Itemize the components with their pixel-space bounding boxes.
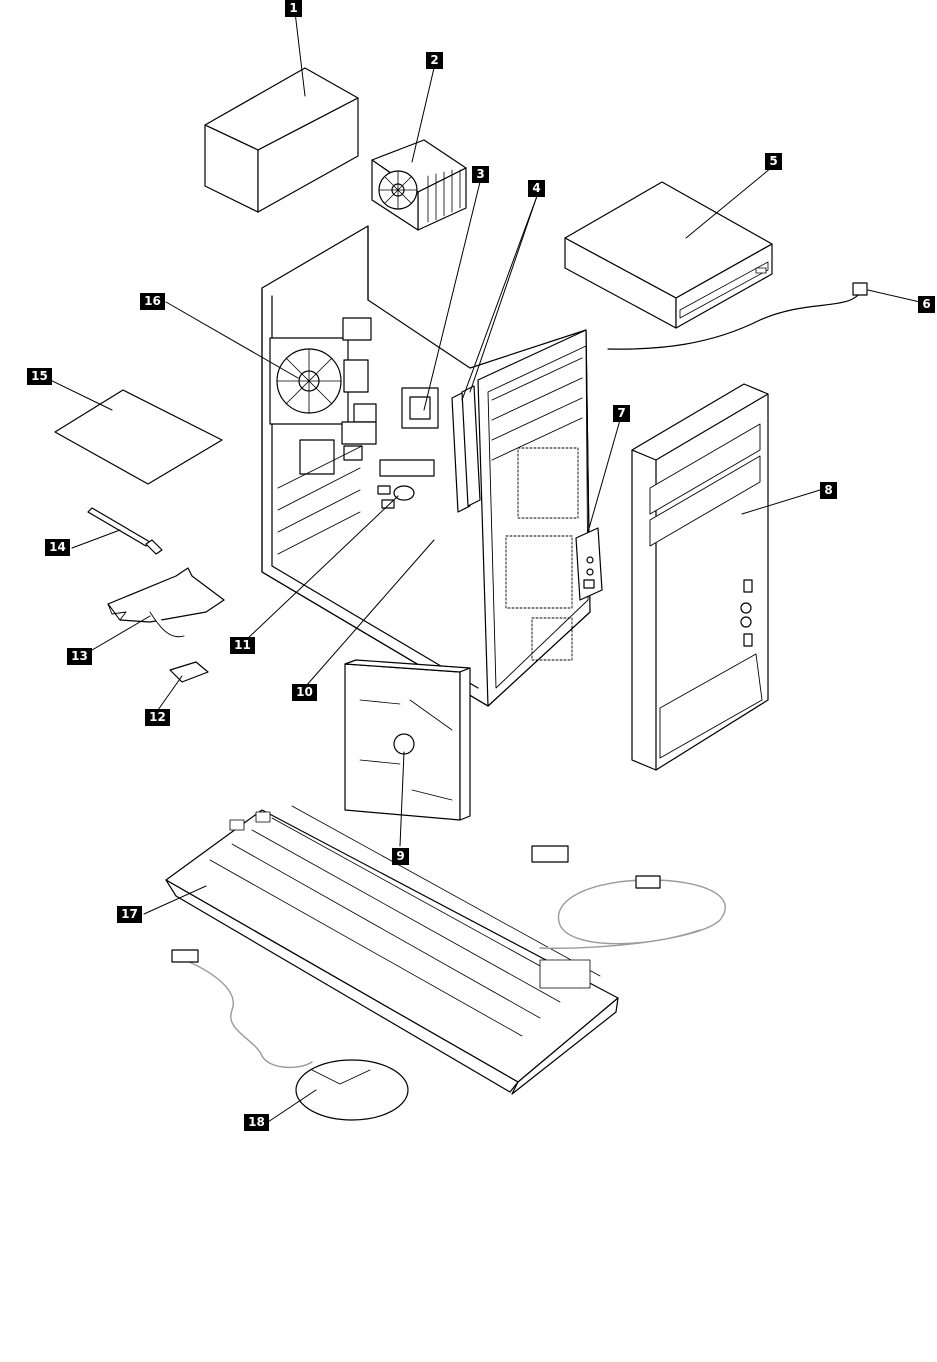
callout-2: 2: [426, 52, 443, 69]
callout-17: 17: [117, 906, 142, 923]
callout-7: 7: [613, 405, 630, 422]
power-supply: [205, 68, 358, 212]
callout-1: 1: [285, 0, 302, 17]
heat-sink-and-fan: [372, 140, 466, 230]
chassis: [262, 226, 590, 706]
pci-card: [55, 390, 222, 484]
front-bezel: [632, 384, 768, 770]
callout-12: 12: [145, 709, 170, 726]
callout-4: 4: [528, 180, 545, 197]
callout-9: 9: [392, 848, 409, 865]
callout-16: 16: [140, 293, 165, 310]
front-audio-usb-assembly: [576, 528, 602, 600]
wifi-card: [170, 662, 208, 682]
antenna: [88, 508, 162, 554]
microprocessor: [402, 388, 438, 428]
callout-10: 10: [292, 684, 317, 701]
wifi-adapter: [108, 568, 224, 637]
callout-5: 5: [765, 153, 782, 170]
callout-14: 14: [45, 539, 70, 556]
callout-8: 8: [820, 482, 837, 499]
callout-15: 15: [27, 368, 52, 385]
hard-disk-drive: [345, 660, 470, 820]
optical-drive: [565, 182, 772, 328]
callout-18: 18: [244, 1114, 269, 1131]
rear-fan: [270, 338, 348, 424]
callout-6: 6: [918, 296, 935, 313]
callout-13: 13: [67, 648, 92, 665]
callout-11: 11: [230, 637, 255, 654]
callout-3: 3: [472, 166, 489, 183]
keyboard: [166, 806, 725, 1094]
